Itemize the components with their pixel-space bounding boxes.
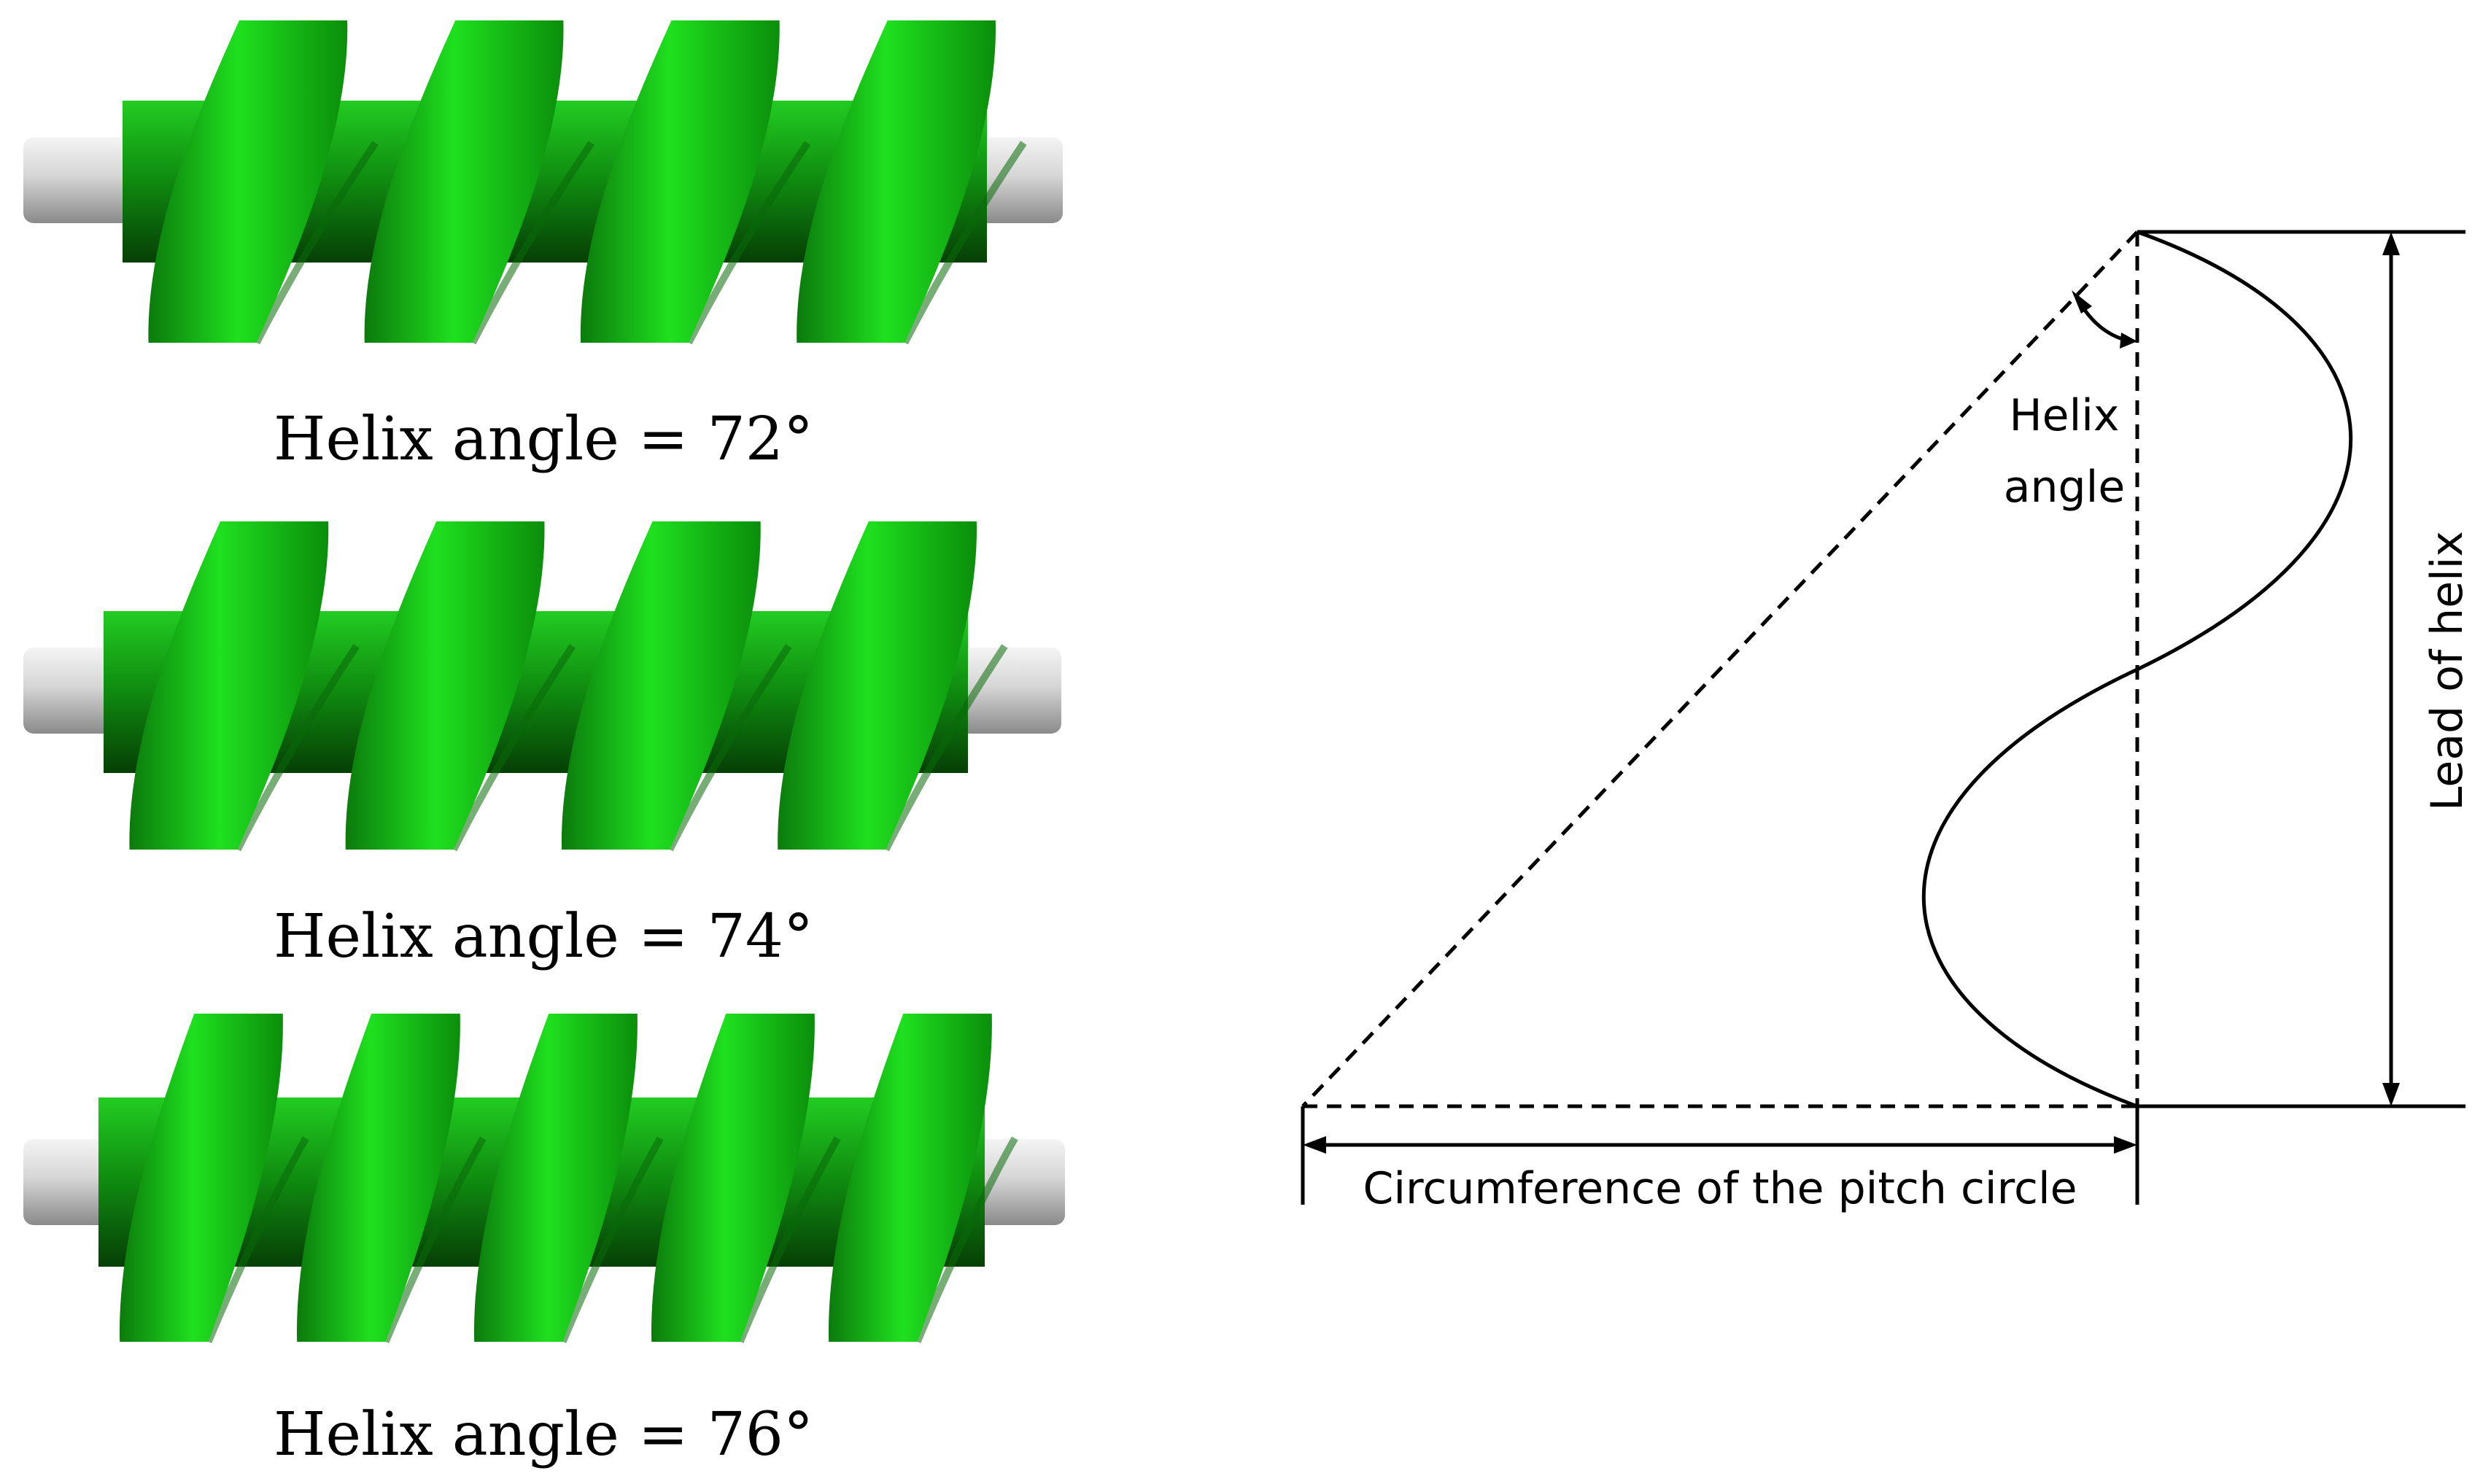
helix-diagram: Helix angle Lead of helix Circumference … (1301, 230, 2473, 1214)
screw-flight (778, 521, 977, 850)
screw-flight (828, 1014, 992, 1342)
shaft-left (23, 648, 125, 734)
flight-shadow (450, 644, 576, 852)
flight-shadow (666, 644, 792, 852)
helix-angle-arrowhead-left (2072, 290, 2092, 314)
screw-flight (345, 521, 545, 850)
screw-3 (23, 1014, 1065, 1343)
flight-shadow (685, 141, 811, 345)
screw-flight (561, 521, 761, 850)
hypotenuse-dashed-line (1301, 230, 2139, 1108)
screw-flight (580, 20, 780, 343)
screw-flight (651, 1014, 815, 1342)
helix-angle-label-line1: Helix (2010, 390, 2120, 441)
screw-flight (797, 20, 996, 343)
screw-2 (23, 521, 1061, 852)
shaft-right (970, 1139, 1065, 1225)
flight-shadow (559, 1136, 664, 1343)
lead-arrow-bottom (2382, 1083, 2400, 1106)
screw-flight (148, 20, 348, 343)
circumference-arrow-right (2114, 1136, 2137, 1154)
screw-3-caption: Helix angle = 76° (274, 1400, 813, 1469)
flight-shadow (469, 141, 595, 345)
circumference-label: Circumference of the pitch circle (1363, 1163, 2077, 1214)
flight-shadow (737, 1136, 841, 1343)
screw-flight (364, 20, 564, 343)
screw-flights (119, 1014, 1018, 1343)
lead-of-helix-label: Lead of helix (2422, 531, 2473, 811)
flight-shadow (914, 1136, 1018, 1343)
helix-angle-arrowhead-right (2120, 333, 2137, 349)
flight-shadow (382, 1136, 487, 1343)
flight-shadow (205, 1136, 309, 1343)
shaft-left (23, 137, 133, 223)
screw-2-caption: Helix angle = 74° (274, 902, 813, 971)
flight-shadow (901, 141, 1027, 345)
screw-flight (119, 1014, 283, 1342)
flight-shadow (234, 644, 360, 852)
lead-arrow-top (2382, 232, 2400, 255)
shaft-right (959, 648, 1061, 734)
helix-curve (1922, 230, 2352, 1108)
screw-flights (129, 521, 1008, 852)
screw-1 (23, 20, 1063, 345)
screw-flights (148, 20, 1027, 345)
helix-angle-label-line2: angle (2004, 462, 2125, 513)
flight-shadow (882, 644, 1008, 852)
screw-flight (129, 521, 329, 850)
circumference-arrow-left (1303, 1136, 1326, 1154)
screw-1-caption: Helix angle = 72° (274, 405, 813, 474)
screw-flight (296, 1014, 460, 1342)
screw-flight (473, 1014, 638, 1342)
flight-shadow (253, 141, 379, 345)
